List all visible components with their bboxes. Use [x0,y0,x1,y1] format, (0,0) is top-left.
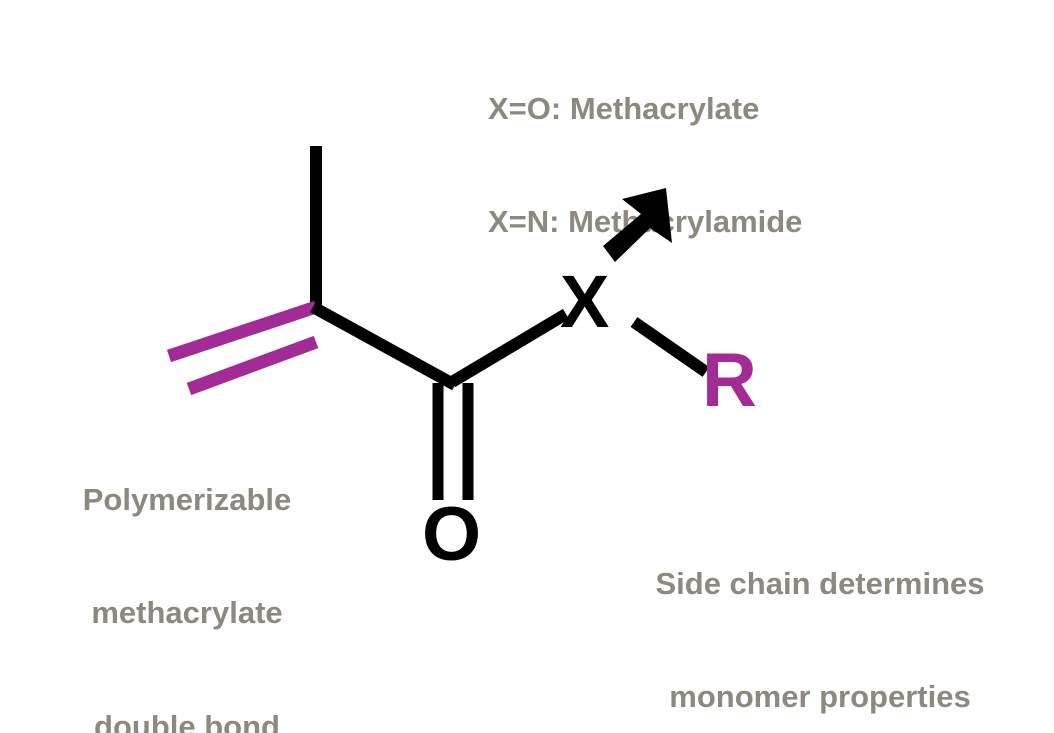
pointer-arrow-icon [603,188,672,262]
legend-line-methacrylate: X=O: Methacrylate [488,90,760,126]
atom-label-x: X [560,260,610,343]
left-annotation-line-2: methacrylate [91,595,283,631]
right-annotation-line-2: monomer properties [669,679,971,715]
carbonyl-to-x-bond [448,308,570,388]
atom-label-o: O [422,492,482,577]
right-annotation-line-1: Side chain determines [655,565,985,601]
left-annotation-line-1: Polymerizable [82,481,292,517]
left-annotation-line-3: double bond [94,708,280,733]
alpha-carbon-to-carbonyl-bond [310,301,458,391]
vinyl-double-bond-line-1 [166,300,319,363]
legend-block: X=O: Methacrylate X=N: Methacrylamide [488,14,802,317]
right-annotation: Side chain determines monomer properties [606,489,1034,733]
x-to-r-bond [630,317,710,377]
left-annotation: Polymerizable methacrylate double bond [32,405,342,733]
atom-label-r: R [702,338,757,423]
legend-line-methacrylamide: X=N: Methacrylamide [488,204,803,240]
vinyl-double-bond-line-2 [186,335,319,396]
